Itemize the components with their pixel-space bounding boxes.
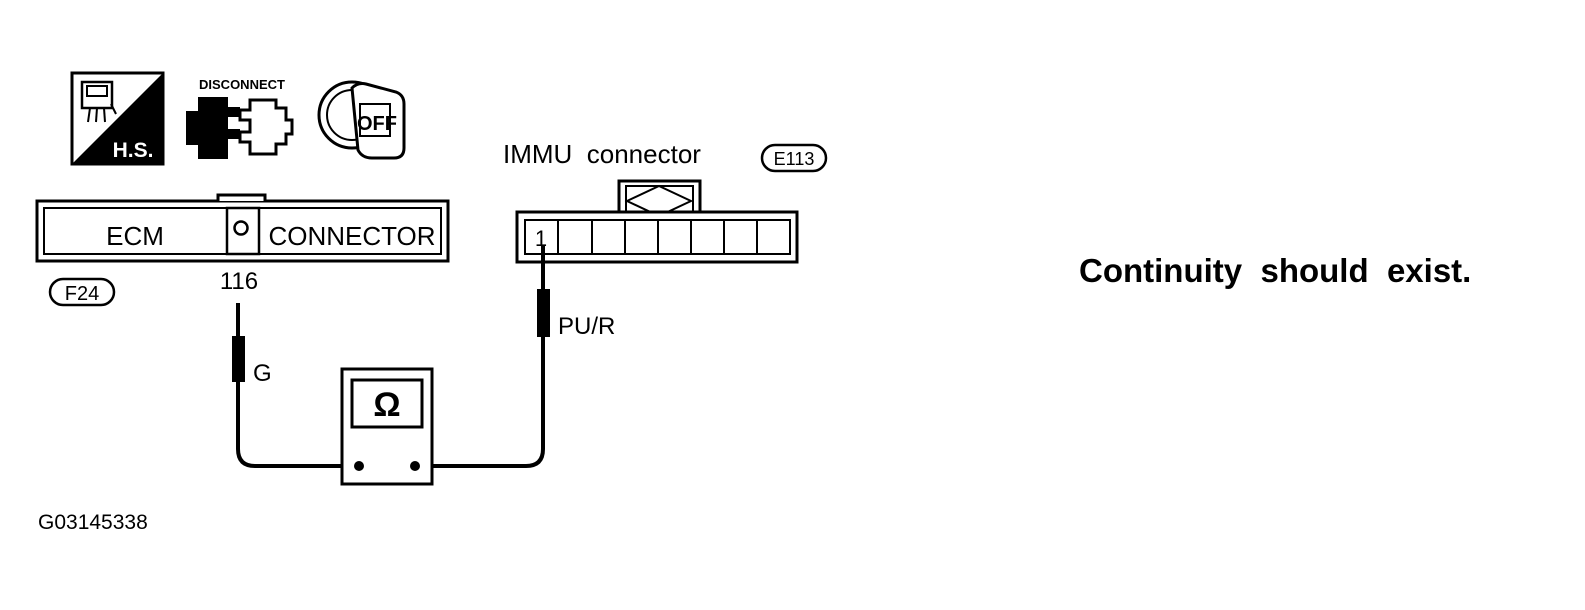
immu-wire-color: PU/R [558, 313, 615, 340]
ecm-connector-code: F24 [65, 283, 99, 305]
immu-connector-title: IMMU connector [503, 139, 701, 169]
immu-probe [537, 289, 550, 337]
figure-id: G03145338 [38, 511, 148, 534]
immu-terminal-cells [557, 220, 758, 254]
ignition-off-key-icon: OFF [317, 80, 406, 160]
disconnect-icon: DISCONNECT [186, 77, 294, 159]
ecm-wire-color: G [253, 360, 272, 387]
immu-connector-code: E113 [774, 149, 815, 169]
connector-label: CONNECTOR [268, 221, 435, 251]
ohm-symbol: Ω [373, 386, 400, 424]
ecm-connector-code-badge: F24 [48, 277, 116, 307]
harness-side-icon: H.S. [70, 71, 165, 166]
result-text: Continuity should exist. [1079, 252, 1471, 289]
hs-label: H.S. [113, 139, 154, 162]
immu-connector-code-badge: E113 [760, 143, 828, 173]
disconnect-label: DISCONNECT [199, 77, 285, 92]
probe-wires [236, 246, 545, 468]
immu-connector: 1 [515, 179, 799, 264]
ecm-label: ECM [106, 221, 164, 251]
immu-terminal-number: 1 [535, 226, 547, 251]
ecm-terminal-number: 116 [220, 268, 258, 295]
off-label: OFF [357, 113, 397, 135]
ecm-probe [232, 336, 245, 382]
ohmmeter: Ω [340, 367, 434, 486]
ecm-terminal-circle [233, 220, 249, 236]
meter-terminal-right [410, 461, 420, 471]
meter-terminal-left [354, 461, 364, 471]
ecm-connector: ECM CONNECTOR [35, 193, 450, 263]
